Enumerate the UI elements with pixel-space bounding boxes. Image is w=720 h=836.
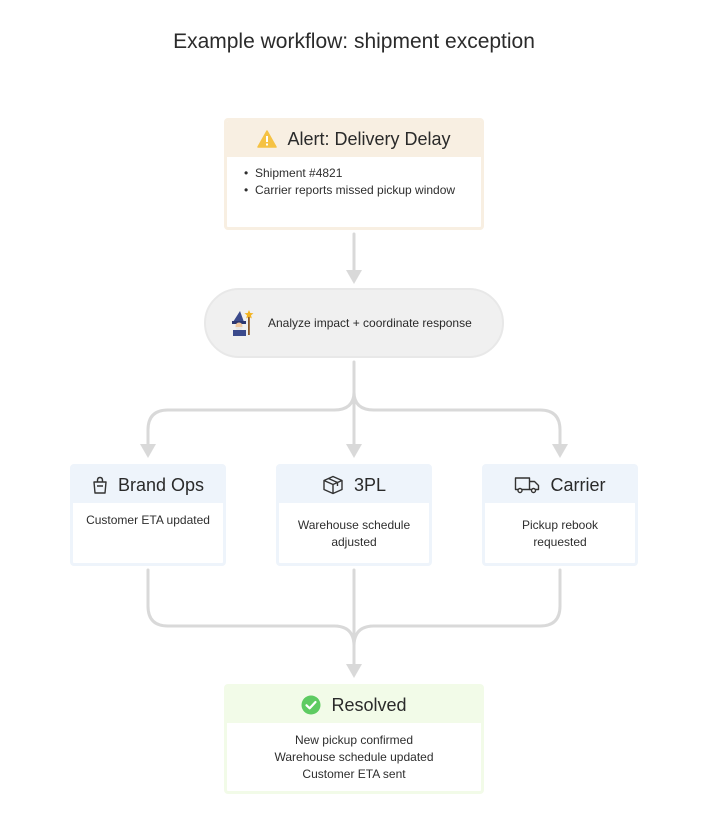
resolved-box: Resolved New pickup confirmed Warehouse … — [224, 684, 484, 794]
agent-label: Analyze impact + coordinate response — [268, 316, 472, 330]
resolved-line: New pickup confirmed — [294, 733, 414, 747]
resolved-details: New pickup confirmed Warehouse schedule … — [227, 723, 481, 783]
team-header: 3PL — [279, 467, 429, 503]
arrowhead-carrier — [552, 444, 568, 458]
shopping-bag-icon — [92, 476, 108, 494]
connector-merge — [146, 568, 562, 668]
page-title: Example workflow: shipment exception — [173, 30, 535, 53]
status-line: Customer ETA updated — [86, 513, 210, 527]
alert-box: Alert: Delivery Delay Shipment #4821 Car… — [224, 118, 484, 230]
team-header: Carrier — [485, 467, 635, 503]
team-status: Pickup rebook requested — [485, 503, 635, 551]
alert-header: Alert: Delivery Delay — [227, 121, 481, 157]
status-line: Pickup rebook — [521, 518, 599, 532]
alert-item: Carrier reports missed pickup window — [241, 182, 481, 199]
team-box-brand-ops: Brand Ops Customer ETA updated — [70, 464, 226, 566]
truck-icon — [514, 476, 540, 494]
alert-details: Shipment #4821 Carrier reports missed pi… — [227, 157, 481, 199]
status-line: adjusted — [331, 535, 377, 549]
team-header: Brand Ops — [73, 467, 223, 503]
team-label: 3PL — [353, 474, 387, 495]
resolved-title: Resolved — [331, 694, 407, 715]
wizard-icon — [230, 309, 256, 337]
resolved-header: Resolved — [227, 687, 481, 723]
arrowhead-agent — [346, 270, 362, 284]
agent-step: Analyze impact + coordinate response — [204, 288, 504, 358]
resolved-line: Warehouse schedule updated — [274, 750, 434, 764]
alert-title: Alert: Delivery Delay — [287, 128, 451, 149]
package-box-icon — [322, 475, 344, 495]
arrowhead-brand — [140, 444, 156, 458]
connector-agent-split — [146, 360, 562, 448]
alert-item: Shipment #4821 — [241, 165, 481, 182]
status-line: requested — [533, 535, 587, 549]
warning-icon — [257, 130, 278, 148]
status-line: Warehouse schedule — [297, 518, 411, 532]
check-circle-icon — [301, 695, 321, 715]
team-status: Customer ETA updated — [73, 503, 223, 529]
resolved-line: Customer ETA sent — [302, 767, 406, 781]
team-status: Warehouse schedule adjusted — [279, 503, 429, 551]
team-label: Carrier — [550, 474, 606, 495]
team-box-carrier: Carrier Pickup rebook requested — [482, 464, 638, 566]
team-box-3pl: 3PL Warehouse schedule adjusted — [276, 464, 432, 566]
team-label: Brand Ops — [117, 474, 205, 495]
arrowhead-resolved — [346, 664, 362, 678]
arrowhead-3pl — [346, 444, 362, 458]
